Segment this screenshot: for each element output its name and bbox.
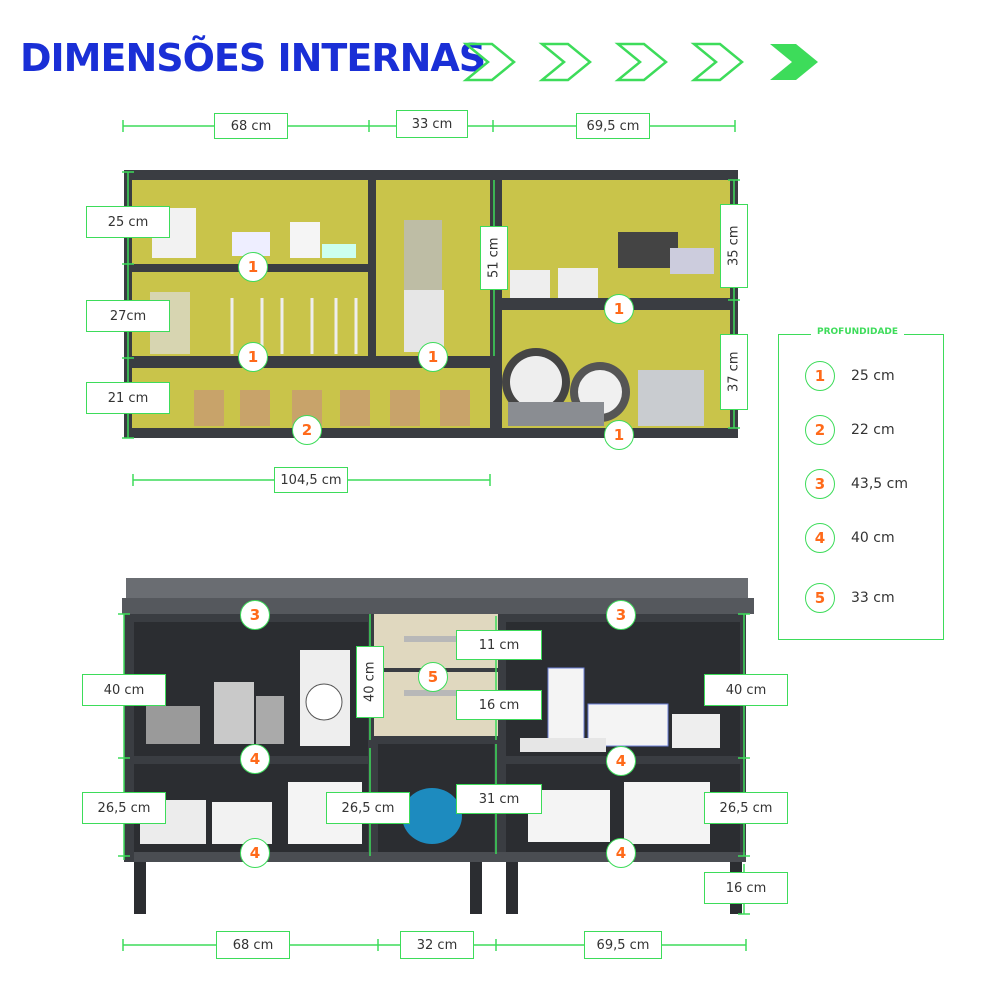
lower-height-label: 40 cm	[82, 674, 166, 706]
lower-right-height-label: 40 cm	[704, 674, 788, 706]
depth-badge: 1	[418, 342, 448, 372]
upper-width-label: 68 cm	[214, 113, 288, 139]
depth-badge: 1	[604, 420, 634, 450]
legend-value: 25 cm	[851, 368, 895, 384]
legend-badge: 3	[805, 469, 835, 499]
drawer-height-label: 11 cm	[456, 630, 542, 660]
legend-badge: 1	[805, 361, 835, 391]
chevron-filled-icon	[770, 44, 818, 80]
legend-value: 40 cm	[851, 530, 895, 546]
depth-badge: 3	[240, 600, 270, 630]
upper-height-label: 25 cm	[86, 206, 170, 238]
lower-center-height-label: 40 cm	[356, 646, 384, 718]
upper-center-height-label: 51 cm	[480, 226, 508, 290]
depth-badge: 4	[606, 746, 636, 776]
chevron-icon	[690, 42, 744, 82]
legend-badge: 2	[805, 415, 835, 445]
upper-bottom-width-label: 104,5 cm	[274, 467, 348, 493]
upper-right-height-label: 35 cm	[720, 204, 748, 288]
upper-width-label: 69,5 cm	[576, 113, 650, 139]
page-title: DIMENSÕES INTERNAS	[20, 36, 486, 80]
niche-height-label: 31 cm	[456, 784, 542, 814]
chevron-icon	[614, 42, 668, 82]
legend-value: 22 cm	[851, 422, 895, 438]
depth-legend: PROFUNDIDADE 1 25 cm 2 22 cm 3 43,5 cm 4…	[778, 327, 944, 640]
drawer-height-label: 16 cm	[456, 690, 542, 720]
depth-badge: 3	[606, 600, 636, 630]
legend-item: 5 33 cm	[805, 583, 895, 613]
lower-width-label: 69,5 cm	[584, 931, 662, 959]
legend-value: 43,5 cm	[851, 476, 908, 492]
upper-right-height-label: 37 cm	[720, 334, 748, 410]
chevron-icon	[538, 42, 592, 82]
legend-badge: 4	[805, 523, 835, 553]
depth-badge: 4	[240, 838, 270, 868]
legend-item: 3 43,5 cm	[805, 469, 908, 499]
chevron-arrows-icon	[462, 42, 818, 82]
lower-width-label: 68 cm	[216, 931, 290, 959]
upper-height-label: 21 cm	[86, 382, 170, 414]
chevron-icon	[462, 42, 516, 82]
depth-badge: 2	[292, 415, 322, 445]
depth-badge: 4	[240, 744, 270, 774]
depth-badge: 4	[606, 838, 636, 868]
leg-height-label: 16 cm	[704, 872, 788, 904]
depth-badge: 1	[238, 252, 268, 282]
depth-badge: 1	[604, 294, 634, 324]
depth-badge: 5	[418, 662, 448, 692]
depth-badge: 1	[238, 342, 268, 372]
lower-width-label: 32 cm	[400, 931, 474, 959]
upper-height-label: 27cm	[86, 300, 170, 332]
lower-center-left-label: 26,5 cm	[326, 792, 410, 824]
upper-width-label: 33 cm	[396, 110, 468, 138]
legend-item: 2 22 cm	[805, 415, 895, 445]
legend-item: 4 40 cm	[805, 523, 895, 553]
legend-badge: 5	[805, 583, 835, 613]
legend-value: 33 cm	[851, 590, 895, 606]
lower-right-height-label: 26,5 cm	[704, 792, 788, 824]
lower-height-label: 26,5 cm	[82, 792, 166, 824]
legend-item: 1 25 cm	[805, 361, 895, 391]
legend-title: PROFUNDIDADE	[811, 327, 905, 337]
